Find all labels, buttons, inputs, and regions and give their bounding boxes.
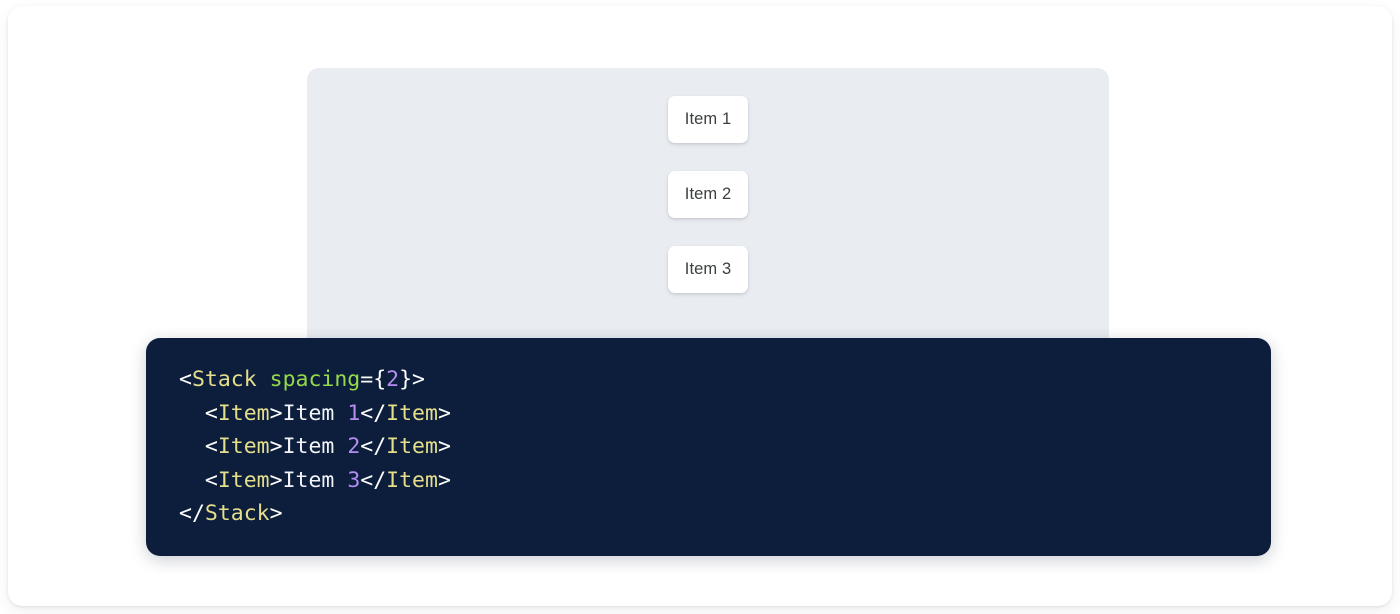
code-token-num: 1 [347,400,361,426]
code-token-punc: > [437,434,451,460]
code-token-num: 2 [347,434,361,460]
code-token-tag: Item [217,434,270,460]
code-token-punc: > [269,467,283,493]
code-token-tag: Item [217,467,270,493]
code-token-punc: < [204,467,218,493]
code-token-punc: </ [360,434,387,460]
stack-item-label: Item 1 [684,110,732,129]
code-token-punc: }> [399,367,425,392]
code-token-attr: spacing [269,367,361,392]
stack-item-label: Item 3 [684,260,732,279]
code-token-tag: Item [386,467,438,493]
code-token-punc: > [269,501,283,527]
code-token-punc: > [437,400,451,426]
code-indent [179,468,205,493]
stack-container: Item 1 Item 2 Item 3 [307,96,1109,293]
code-indent [179,401,205,426]
code-token-tag: Item [386,434,438,460]
code-token-text: Item [282,467,348,493]
code-token-punc: </ [360,467,387,493]
code-line: <Item>Item 3</Item> [179,464,1271,498]
jsx-code-snippet: <Stack spacing={2}> <Item>Item 1</Item> … [146,338,1271,556]
code-token-punc: < [204,400,218,426]
code-token-punc: < [179,367,192,392]
code-token-num: 2 [386,367,400,392]
code-token-punc: ={ [360,367,387,392]
code-line: <Stack spacing={2}> [179,363,1271,397]
stack-item-card[interactable]: Item 1 [668,96,748,143]
code-token-punc: </ [179,501,205,527]
code-token-tag: Item [386,400,438,426]
code-body: <Stack spacing={2}> <Item>Item 1</Item> … [179,363,1271,531]
code-token-punc: > [437,467,451,493]
code-token-tag: Item [217,400,270,426]
code-indent [179,434,205,459]
code-line: </Stack> [179,497,1271,531]
component-preview-panel: Item 1 Item 2 Item 3 [307,68,1109,378]
code-token-text: Item [282,400,348,426]
code-line: <Item>Item 2</Item> [179,430,1271,464]
code-token-punc: </ [360,400,387,426]
stack-item-card[interactable]: Item 3 [668,246,748,293]
stack-item-card[interactable]: Item 2 [668,171,748,218]
code-token-tag: Stack [191,367,257,392]
code-token-punc: < [204,434,218,460]
code-token-tag: Stack [204,501,270,527]
code-token-punc: > [269,434,283,460]
stack-item-label: Item 2 [684,185,732,204]
code-token-punc: > [269,400,283,426]
code-line: <Item>Item 1</Item> [179,397,1271,431]
code-token-num: 3 [347,467,361,493]
code-token-punc [257,367,270,392]
code-token-text: Item [282,434,348,460]
